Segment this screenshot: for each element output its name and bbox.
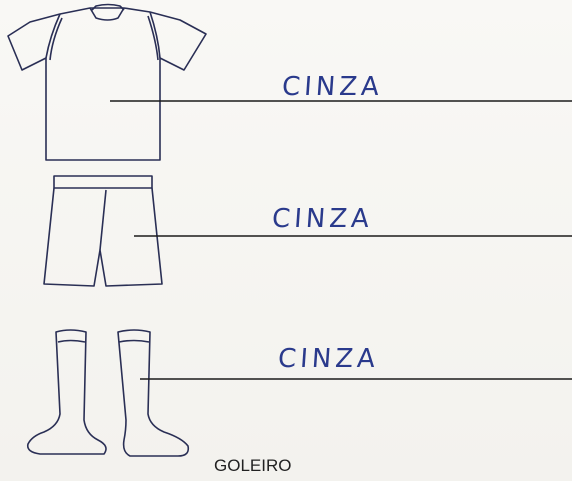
socks-color-label: CINZA: [276, 344, 380, 374]
uniform-caption: GOLEIRO: [214, 456, 292, 475]
jersey-illustration: [7, 3, 207, 161]
shorts-color-label: CINZA: [270, 204, 374, 234]
shorts-illustration: [43, 175, 163, 287]
socks-illustration: [26, 329, 190, 457]
jersey-color-label: CINZA: [280, 72, 384, 102]
